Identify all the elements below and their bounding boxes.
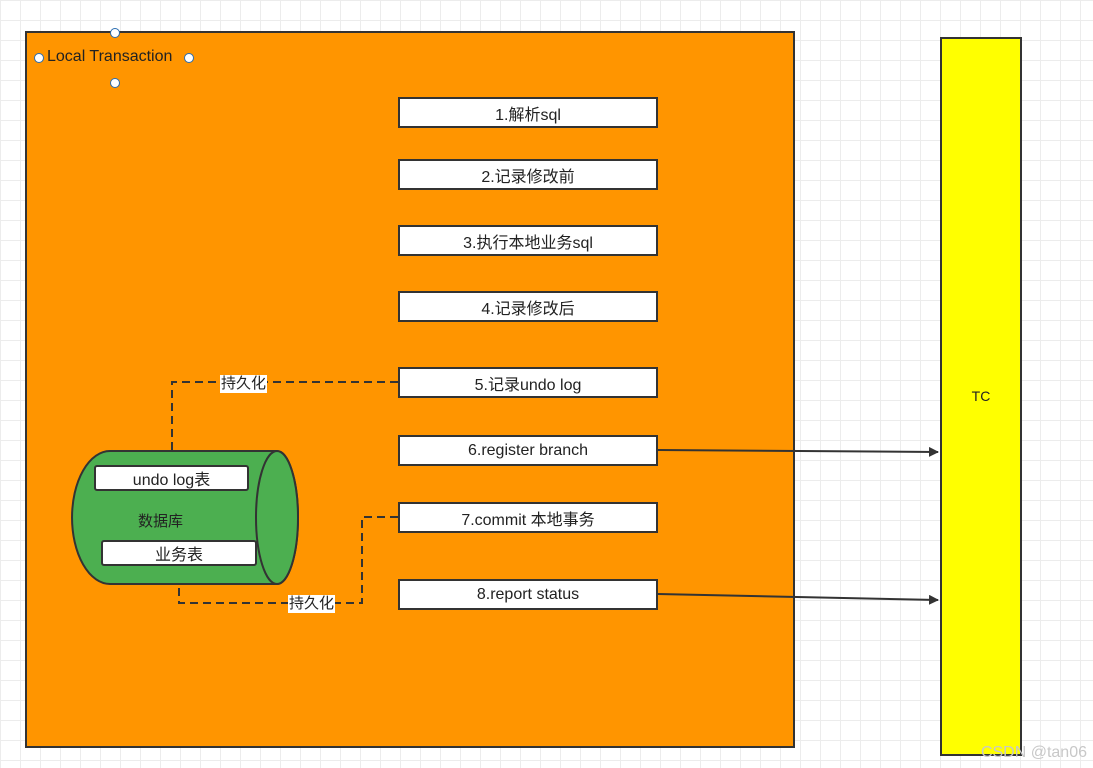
tc-label: TC xyxy=(971,388,991,404)
step-record-after[interactable]: 4.记录修改后 xyxy=(398,291,658,322)
database-label: 数据库 xyxy=(138,513,184,530)
selection-handle-top[interactable] xyxy=(110,28,120,38)
step-record-before[interactable]: 2.记录修改前 xyxy=(398,159,658,190)
step-execute-sql[interactable]: 3.执行本地业务sql xyxy=(398,225,658,256)
persist-label-bottom: 持久化 xyxy=(288,595,336,613)
watermark: CSDN @tan06 xyxy=(980,744,1087,761)
register-branch-arrow xyxy=(657,446,939,457)
selection-handle-bottom[interactable] xyxy=(110,78,120,88)
frame-title: Local Transaction xyxy=(47,48,173,65)
undo-log-table[interactable]: undo log表 xyxy=(94,465,249,491)
business-table[interactable]: 业务表 xyxy=(101,540,257,566)
selection-handle-right[interactable] xyxy=(184,53,194,63)
step-record-undo-log[interactable]: 5.记录undo log xyxy=(398,367,658,398)
selection-handle-left[interactable] xyxy=(34,53,44,63)
persist-business-connector xyxy=(174,516,398,604)
step-commit-local[interactable]: 7.commit 本地事务 xyxy=(398,502,658,533)
persist-label-top: 持久化 xyxy=(220,375,268,393)
tc-box[interactable] xyxy=(940,37,1022,756)
step-parse-sql[interactable]: 1.解析sql xyxy=(398,97,658,128)
persist-undo-connector xyxy=(167,381,398,463)
report-status-arrow xyxy=(657,593,939,605)
step-register-branch[interactable]: 6.register branch xyxy=(398,435,658,466)
step-report-status[interactable]: 8.report status xyxy=(398,579,658,610)
